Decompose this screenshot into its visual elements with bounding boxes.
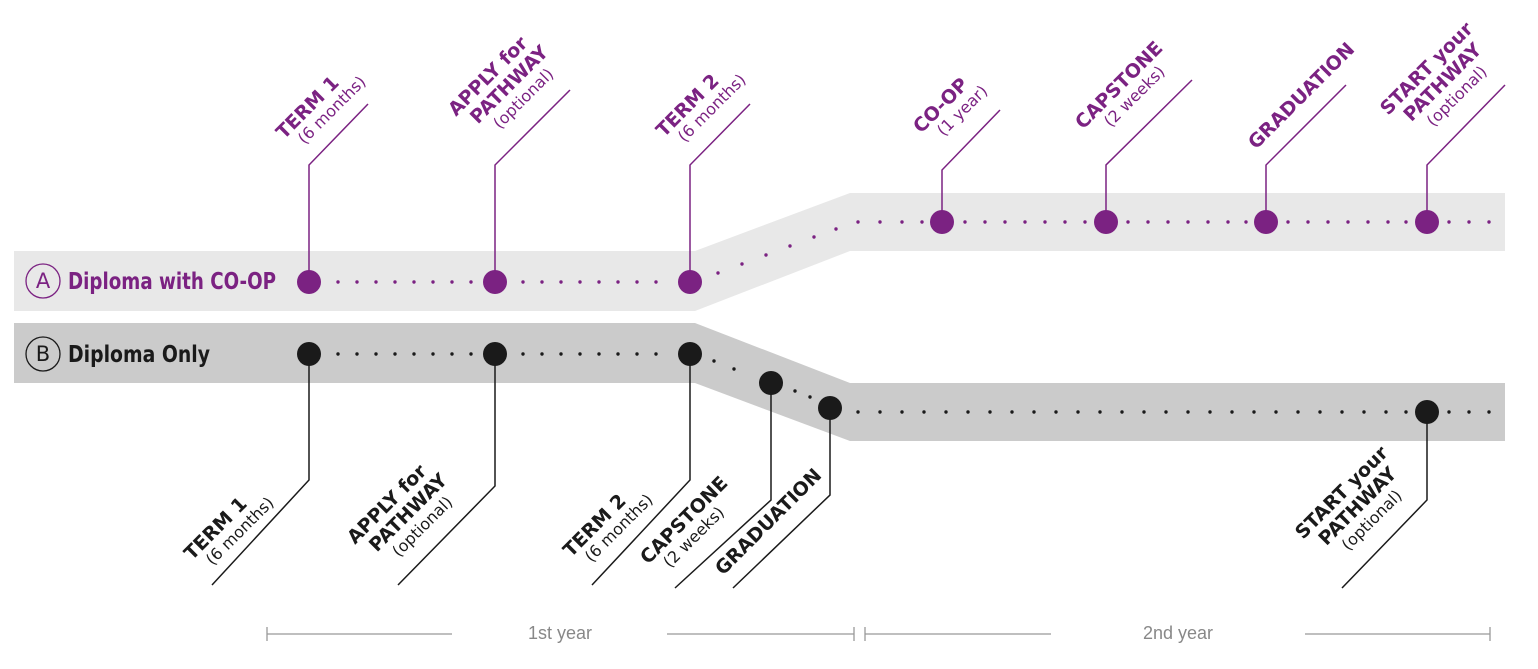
coop-dotted-path (336, 220, 1491, 284)
year-axis (266, 627, 1491, 641)
milestone-dot (483, 270, 507, 294)
diploma-letter-circle (25, 336, 61, 372)
leader-line (1265, 84, 1347, 222)
leader-line (397, 354, 496, 586)
milestone-dot (1094, 210, 1118, 234)
leader-line (308, 103, 369, 282)
leader-line (1341, 412, 1428, 589)
milestone-dot (678, 342, 702, 366)
diploma-track-letter: B (36, 342, 50, 366)
diploma-track-title: Diploma Only (68, 342, 210, 368)
milestone-dot (297, 342, 321, 366)
leader-line (674, 383, 772, 589)
milestone-dot (1415, 210, 1439, 234)
coop-track-letter: A (36, 269, 51, 293)
leader-line (494, 89, 571, 282)
diploma-track-label: B Diploma Only (25, 336, 210, 372)
leader-line (1426, 84, 1506, 222)
coop-track-band (14, 193, 1505, 311)
coop-track-label: A Diploma with CO-OP (25, 263, 276, 299)
leader-line (689, 103, 751, 282)
coop-letter-circle (25, 263, 61, 299)
milestone-dot (1254, 210, 1278, 234)
leader-line (941, 109, 1001, 222)
year1-label: 1st year (528, 623, 592, 643)
diploma-dotted-path (336, 352, 1491, 414)
coop-track-title: Diploma with CO-OP (68, 269, 276, 295)
leader-line (1105, 79, 1193, 222)
milestone-dot (297, 270, 321, 294)
milestone-title: GRADUATION (711, 464, 826, 579)
milestone-dot (678, 270, 702, 294)
milestone-dot (759, 371, 783, 395)
milestone-dot (818, 396, 842, 420)
milestone-title: GRADUATION (1244, 38, 1359, 153)
milestone-dot (483, 342, 507, 366)
milestone-dot (1415, 400, 1439, 424)
year2-label: 2nd year (1143, 623, 1213, 643)
milestone-dot (930, 210, 954, 234)
leader-line (591, 354, 691, 586)
leader-line (211, 354, 310, 586)
leader-line (732, 408, 831, 589)
